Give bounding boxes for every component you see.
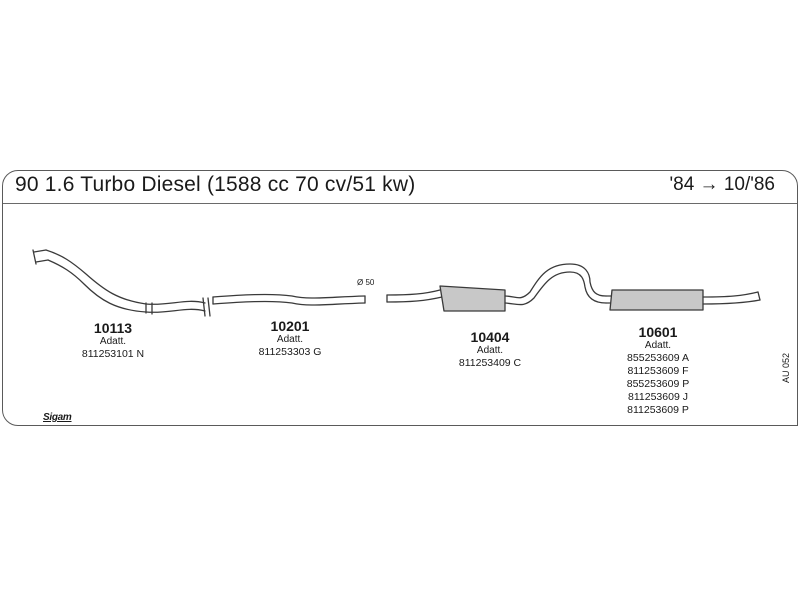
oem-code-list: 811253101 N [68, 348, 158, 361]
oem-code-list: 855253609 A 811253609 F 855253609 P 8112… [613, 352, 703, 417]
oem-code: 811253303 G [258, 346, 322, 358]
part-fit-label: Adatt. [644, 340, 672, 351]
part-number: 10601 [638, 324, 678, 340]
drawing-reference-code: AU 052 [781, 352, 791, 383]
production-date-range: '84 → 10/'86 [669, 174, 776, 195]
front-pipe-10113 [32, 249, 211, 317]
part-callout-10601: 10601 Adatt. 855253609 A 811253609 F 855… [613, 324, 703, 417]
part-fit-label: Adatt. [99, 336, 127, 347]
header-divider [3, 203, 797, 204]
oem-code: 811253609 J [628, 391, 688, 403]
oem-code: 811253101 N [81, 348, 145, 360]
part-number: 10113 [93, 320, 133, 336]
part-callout-10201: 10201 Adatt. 811253303 G [245, 318, 335, 359]
vehicle-title: 90 1.6 Turbo Diesel (1588 cc 70 cv/51 kw… [15, 173, 416, 196]
oem-code: 811253609 P [627, 404, 689, 416]
oem-code: 855253609 P [626, 378, 690, 390]
center-muffler-10404 [386, 263, 607, 312]
intermediate-pipe-10201 [212, 293, 366, 306]
oem-code-list: 811253409 C [445, 357, 535, 370]
oem-code: 855253609 A [627, 352, 689, 364]
part-number: 10201 [270, 318, 310, 334]
part-number: 10404 [470, 329, 510, 345]
part-fit-label: Adatt. [476, 345, 504, 356]
part-fit-label: Adatt. [276, 334, 304, 345]
pipe-diameter-label: Ø 50 [357, 278, 375, 287]
oem-code-list: 811253303 G [245, 346, 335, 359]
oem-code: 811253409 C [458, 357, 522, 369]
rear-muffler-10601 [605, 289, 761, 311]
brand-logo: Sigam [43, 412, 72, 423]
oem-code: 811253609 F [627, 365, 689, 377]
part-callout-10404: 10404 Adatt. 811253409 C [445, 329, 535, 370]
part-callout-10113: 10113 Adatt. 811253101 N [68, 320, 158, 361]
